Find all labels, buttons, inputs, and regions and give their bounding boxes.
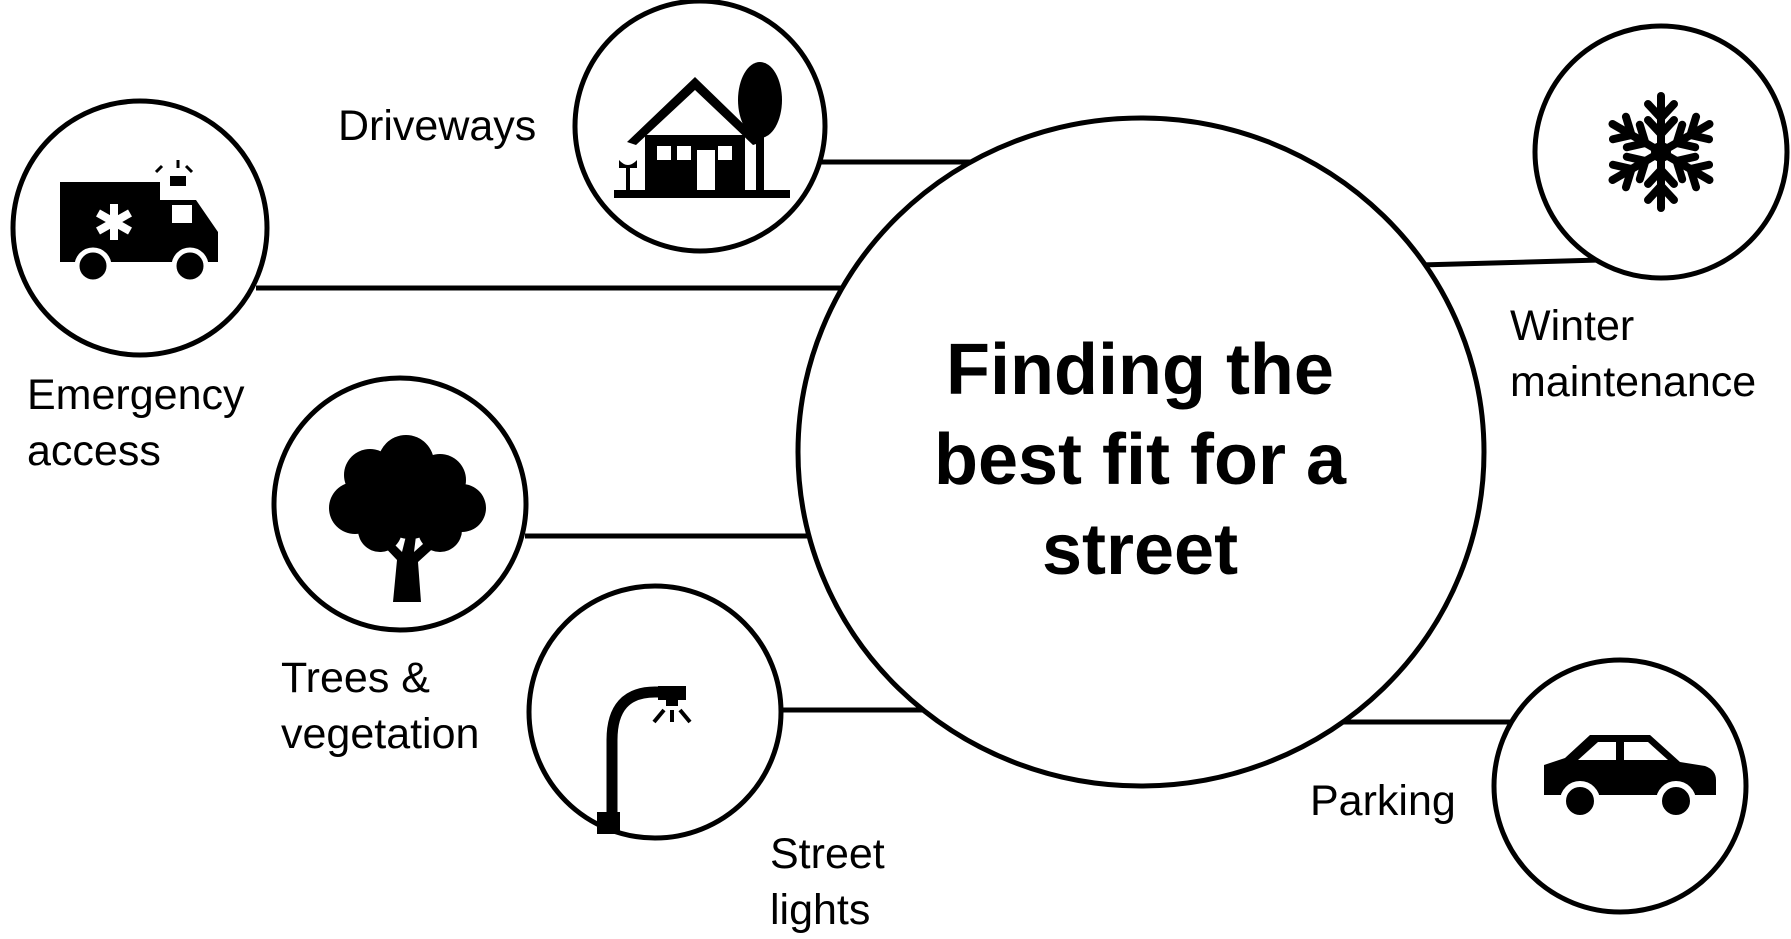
house-with-tree-icon: [614, 62, 790, 198]
node-lights: [526, 583, 784, 841]
label-trees-line-2: vegetation: [281, 710, 480, 758]
label-emergency-line-1: Emergency: [27, 371, 245, 419]
connector-winter: [1419, 257, 1601, 268]
label-winter-line-1: Winter: [1510, 302, 1635, 350]
label-lights-line-1: Street: [770, 830, 885, 878]
label-emergency: Emergency access: [27, 367, 244, 479]
driveways-circle: [572, 0, 828, 254]
node-parking: [1491, 657, 1749, 915]
street-light-icon: [597, 686, 692, 834]
tree-icon: [329, 435, 486, 602]
connectors: [256, 159, 1601, 725]
label-emergency-line-2: access: [27, 427, 161, 475]
label-lights: Street lights: [770, 826, 885, 938]
node-trees: [271, 375, 529, 633]
center-title-line-2: best fit for a: [933, 420, 1347, 500]
center-title-line-3: street: [1041, 510, 1239, 590]
car-icon: [1544, 735, 1716, 821]
label-driveways-line-1: Driveways: [338, 102, 537, 150]
label-parking-line-1: Parking: [1310, 777, 1456, 825]
label-driveways: Driveways: [338, 98, 536, 154]
lights-circle: [526, 583, 784, 841]
node-winter: [1532, 23, 1790, 281]
label-trees: Trees & vegetation: [281, 650, 479, 762]
ambulance-icon: [60, 160, 218, 285]
label-parking: Parking: [1310, 773, 1456, 829]
label-lights-line-2: lights: [770, 886, 871, 934]
label-trees-line-1: Trees &: [281, 654, 430, 702]
node-emergency: [10, 98, 270, 358]
label-winter-line-2: maintenance: [1510, 358, 1757, 406]
center-title-line-1: Finding the: [946, 330, 1334, 410]
label-winter: Winter maintenance: [1510, 298, 1756, 410]
center-circle: [795, 115, 1487, 789]
center-title: Finding the best fit for a street: [880, 325, 1400, 595]
node-driveways: [572, 0, 828, 254]
snowflake-icon: [1606, 92, 1716, 208]
